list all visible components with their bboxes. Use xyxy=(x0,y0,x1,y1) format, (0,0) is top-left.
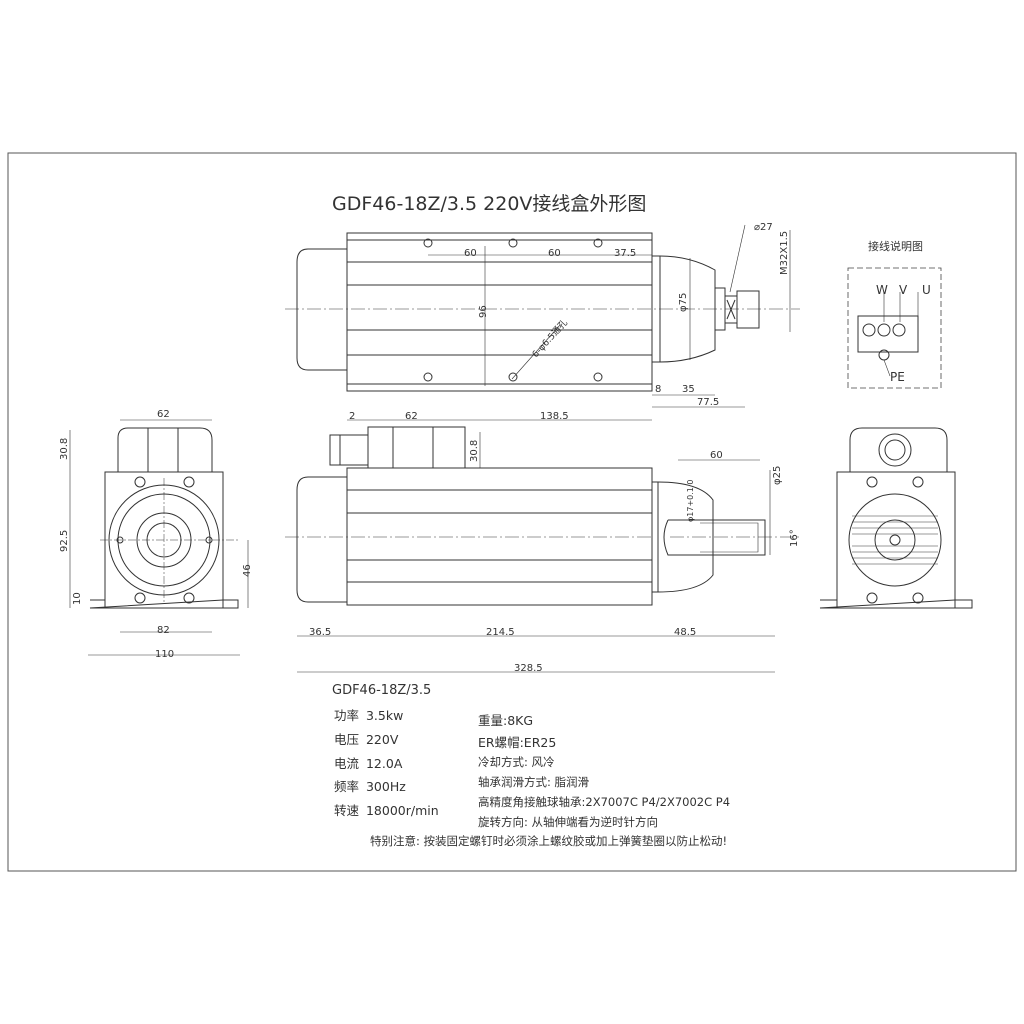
spec-frequency: 频率 300Hz xyxy=(334,779,406,794)
spec-current: 电流 12.0A xyxy=(334,756,403,771)
front-view xyxy=(285,419,800,673)
dim-nose-length: 35 xyxy=(682,384,695,395)
spec-voltage-value: 220V xyxy=(365,732,399,747)
wiring-diagram: 接线说明图 W V U PE xyxy=(847,239,942,389)
dim-front-length: 48.5 xyxy=(674,627,696,638)
dim-hole-pitch-1: 60 xyxy=(464,248,477,259)
front-view-dimensions: 2 62 138.5 30.8 60 φ25 φ17+0.1 0 16° 36.… xyxy=(309,411,800,674)
dim-rear-length: 36.5 xyxy=(309,627,331,638)
spec-cooling: 冷却方式: 风冷 xyxy=(478,755,555,769)
dim-hex-size: ⌀27 xyxy=(754,222,773,233)
spec-frequency-value: 300Hz xyxy=(365,779,406,794)
right-end-view xyxy=(819,427,973,609)
dim-nose-total: 77.5 xyxy=(697,397,719,408)
spec-power-label: 功率 xyxy=(334,708,360,723)
drawing-frame xyxy=(7,152,1017,872)
top-view-dimensions: 60 60 37.5 96 6-φ6.5通孔 ⌀27 M32X1.5 φ75 8… xyxy=(464,222,790,408)
drawing-title: GDF46-18Z/3.5 220V接线盒外形图 xyxy=(332,193,646,215)
dim-box-to-end: 138.5 xyxy=(540,411,569,422)
spec-lubrication: 轴承润滑方式: 脂润滑 xyxy=(478,775,590,789)
dim-thread: M32X1.5 xyxy=(779,231,790,275)
dim-base-width: 110 xyxy=(155,649,174,660)
dim-overall-length: 328.5 xyxy=(514,663,543,674)
dim-body-height: 92.5 xyxy=(59,530,70,552)
dim-shaft-bore: φ17+0.1 0 xyxy=(686,479,695,522)
terminal-w: W xyxy=(876,283,888,297)
dim-box-width: 62 xyxy=(405,411,418,422)
spec-note: 特别注意: 按装固定螺钉时必须涂上螺纹胶或加上弹簧垫圈以防止松动! xyxy=(370,834,728,848)
dim-flange-length: 8 xyxy=(655,384,661,395)
dim-mounting-holes: 6-φ6.5通孔 xyxy=(530,318,570,360)
wiring-diagram-title: 接线说明图 xyxy=(868,239,923,253)
dim-shaft-diameter: φ25 xyxy=(772,466,783,485)
dim-hole-pitch-2: 60 xyxy=(548,248,561,259)
spec-rotation: 旋转方向: 从轴伸端看为逆时针方向 xyxy=(478,815,659,829)
dim-body-length: 214.5 xyxy=(486,627,515,638)
dim-hole-spacing: 82 xyxy=(157,625,170,636)
dim-box-height: 30.8 xyxy=(59,438,70,460)
terminal-pe: PE xyxy=(890,370,905,384)
spec-current-label: 电流 xyxy=(334,756,360,771)
spec-voltage-label: 电压 xyxy=(334,732,360,747)
terminal-u: U xyxy=(922,283,931,297)
spec-collet: ER螺帽:ER25 xyxy=(478,735,557,750)
dim-center-height: 46 xyxy=(242,564,253,577)
dim-taper-angle: 16° xyxy=(789,529,800,547)
spec-speed-label: 转速 xyxy=(334,803,360,818)
dim-flange-diameter: φ75 xyxy=(678,293,689,312)
dim-body-height: 96 xyxy=(478,305,489,318)
dim-base-thickness: 10 xyxy=(72,592,83,605)
spec-speed-value: 18000r/min xyxy=(365,803,439,818)
left-end-view xyxy=(69,419,249,656)
terminal-v: V xyxy=(899,283,908,297)
dim-box-height: 30.8 xyxy=(469,440,480,462)
spec-speed: 转速 18000r/min xyxy=(334,803,439,818)
dim-hole-offset: 37.5 xyxy=(614,248,636,259)
spec-voltage: 电压 220V xyxy=(334,732,399,747)
dim-box-width: 62 xyxy=(157,409,170,420)
spec-model: GDF46-18Z/3.5 xyxy=(332,683,432,698)
spec-frequency-label: 频率 xyxy=(334,779,360,794)
spec-bearings: 高精度角接触球轴承:2X7007C P4/2X7002C P4 xyxy=(478,795,731,809)
spec-current-value: 12.0A xyxy=(365,756,403,771)
spec-power: 功率 3.5kw xyxy=(334,708,404,723)
dim-gland-offset: 2 xyxy=(349,411,355,422)
left-end-view-dimensions: 62 30.8 92.5 46 10 82 110 xyxy=(59,409,253,660)
spec-weight: 重量:8KG xyxy=(478,713,534,728)
dim-shaft-length: 60 xyxy=(710,450,723,461)
top-view xyxy=(285,224,800,408)
spec-power-value: 3.5kw xyxy=(365,708,404,723)
